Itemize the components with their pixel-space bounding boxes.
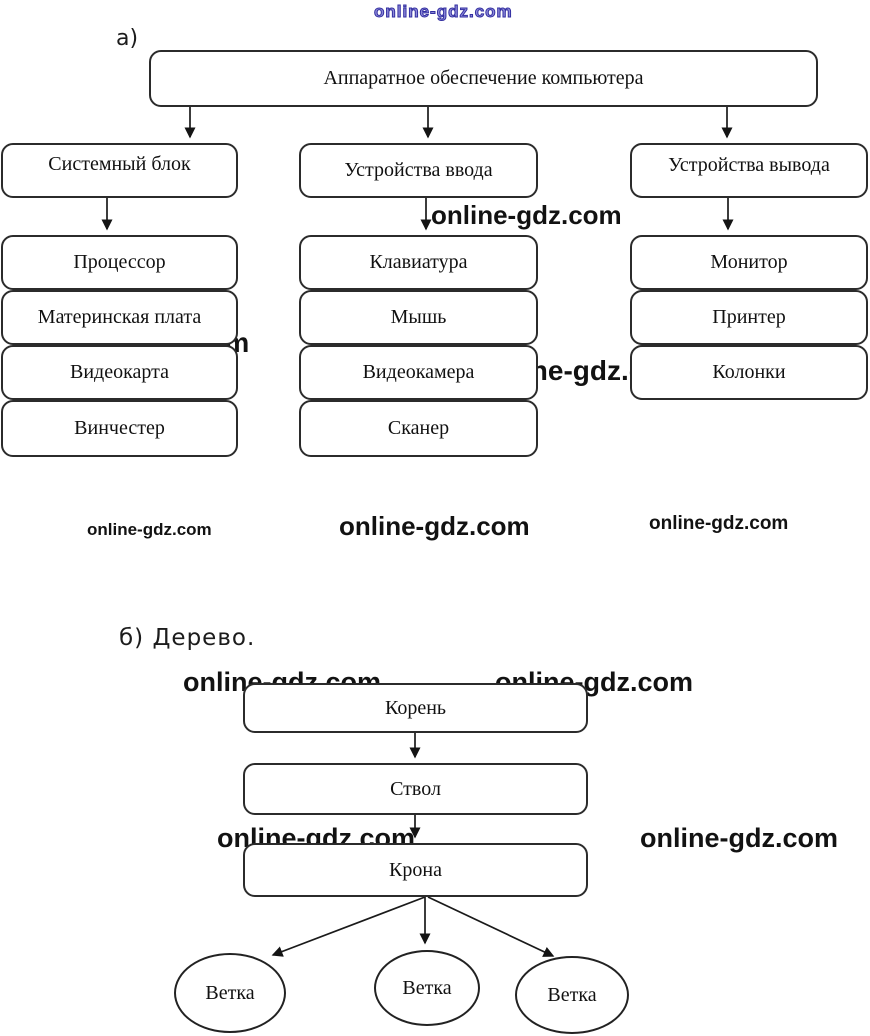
leaf-label: Ветка — [402, 976, 452, 999]
leaf-label: Ветка — [547, 983, 597, 1006]
child-label: Процессор — [73, 251, 166, 273]
child-label: Сканер — [387, 417, 450, 439]
section-b-label: б) Дерево. — [119, 625, 256, 651]
watermark: online-gdz.com — [339, 511, 530, 541]
watermark: online-gdz.com — [431, 200, 622, 230]
section-a-label: а) — [116, 26, 139, 51]
child-label: Материнская плата — [37, 306, 202, 328]
tree-node-label: Крона — [389, 858, 442, 881]
watermark: online-gdz.com — [374, 2, 513, 21]
child-box: Монитор — [630, 235, 868, 290]
branch-box-system-unit: Системный блок — [1, 143, 238, 198]
branch-label: Системный блок — [48, 153, 191, 175]
leaf-oval-branch: Ветка — [374, 950, 480, 1026]
child-box: Видеокамера — [299, 345, 538, 400]
child-label: Видеокамера — [362, 361, 475, 383]
tree-node-box-root: Корень — [243, 683, 588, 733]
tree-node-box-trunk: Ствол — [243, 763, 588, 815]
child-box: Сканер — [299, 400, 538, 457]
child-label: Видеокарта — [70, 361, 169, 383]
branch-label: Устройства ввода — [344, 159, 493, 181]
leaf-label: Ветка — [205, 981, 255, 1004]
child-label: Мышь — [390, 306, 447, 328]
tree-node-box-crown: Крона — [243, 843, 588, 897]
hardware-root-box: Аппаратное обеспечение компьютера — [149, 50, 818, 107]
child-box: Материнская плата — [1, 290, 238, 345]
hardware-root-label: Аппаратное обеспечение компьютера — [323, 67, 644, 89]
child-box: Процессор — [1, 235, 238, 290]
child-label: Колонки — [712, 361, 786, 383]
child-label: Клавиатура — [369, 251, 468, 273]
child-box: Колонки — [630, 345, 868, 400]
watermark: online-gdz.com — [87, 520, 212, 539]
child-box: Клавиатура — [299, 235, 538, 290]
watermark: online-gdz.com — [640, 823, 838, 853]
child-box: Винчестер — [1, 400, 238, 457]
leaf-oval-branch: Ветка — [174, 953, 286, 1033]
tree-node-label: Ствол — [390, 777, 441, 800]
child-label: Винчестер — [74, 417, 165, 439]
leaf-oval-branch: Ветка — [515, 956, 629, 1034]
child-box: Мышь — [299, 290, 538, 345]
tree-node-label: Корень — [384, 696, 447, 719]
branch-label: Устройства вывода — [668, 154, 830, 176]
child-label: Принтер — [712, 306, 786, 328]
child-box: Видеокарта — [1, 345, 238, 400]
child-label: Монитор — [710, 251, 788, 273]
branch-box-output-devices: Устройства вывода — [630, 143, 868, 198]
watermark: online-gdz.com — [649, 513, 789, 534]
branch-box-input-devices: Устройства ввода — [299, 143, 538, 198]
child-box: Принтер — [630, 290, 868, 345]
